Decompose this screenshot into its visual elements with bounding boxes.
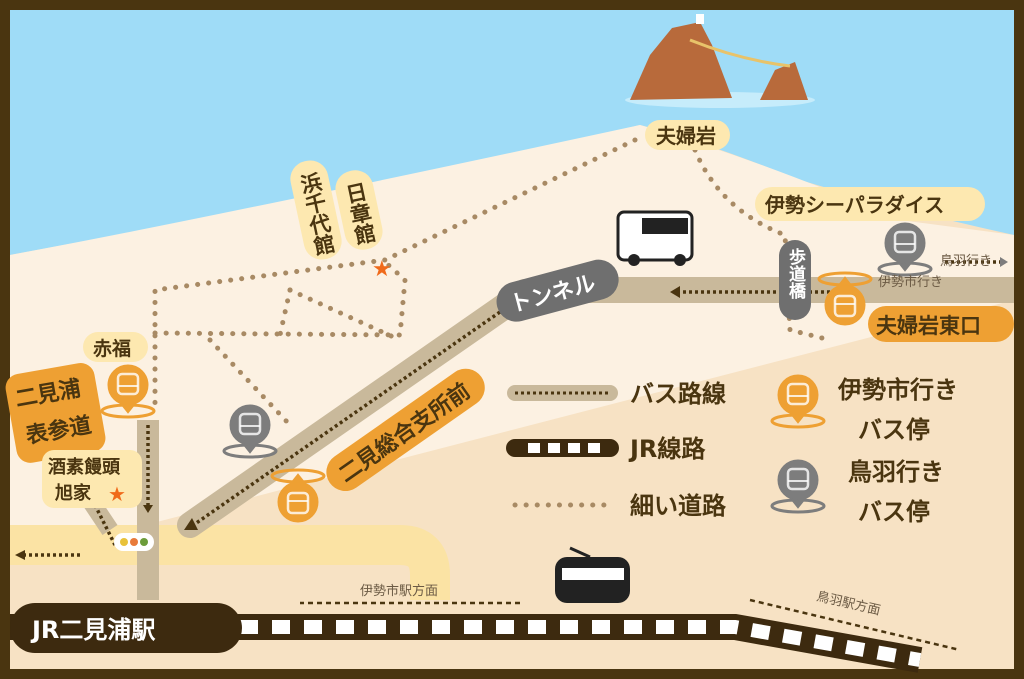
beach	[10, 125, 1014, 560]
legend: バス路線 JR線路 細い道路 伊勢市行き バス停 鳥羽行き バス停	[506, 376, 958, 526]
label-sea-paradise: 伊勢シーパラダイス	[764, 193, 944, 217]
jr-railway	[10, 614, 923, 673]
label-meoto-higashi: 夫婦岩東口	[876, 314, 981, 338]
bus-routes	[10, 257, 1014, 600]
meoto-iwa-rocks-icon	[625, 14, 815, 108]
legend-bus-route: バス路線	[630, 380, 726, 408]
legend-jr-line: JR線路	[628, 435, 706, 463]
direction-ise-bus: 伊勢市行き	[878, 274, 943, 290]
sea	[10, 10, 1014, 255]
label-meoto-iwa: 夫婦岩	[656, 124, 716, 148]
label-akafuku: 赤福	[93, 337, 131, 360]
legend-toba-stop-2: バス停	[858, 498, 930, 526]
legend-toba-stop-1: 鳥羽行き	[848, 458, 944, 486]
bus-icon	[616, 210, 694, 266]
train-icon	[555, 546, 630, 603]
star-icon: ★	[108, 482, 126, 506]
direction-ise-station: 伊勢市駅方面	[360, 583, 438, 599]
narrow-roads	[152, 137, 833, 428]
label-sakasu-manju-2: 旭家	[54, 482, 92, 504]
label-station: JR二見浦駅	[30, 616, 155, 644]
direction-arrows	[300, 598, 961, 652]
direction-toba-bus: 鳥羽行き	[940, 254, 992, 269]
traffic-light-icon	[114, 533, 154, 551]
legend-ise-stop-2: バス停	[858, 416, 930, 444]
star-icon: ★	[372, 257, 392, 282]
label-hodokyo: 歩道橋	[785, 247, 806, 300]
legend-ise-stop-1: 伊勢市行き	[837, 376, 958, 404]
label-sakasu-manju-1: 酒素饅頭	[48, 456, 121, 478]
legend-narrow-road: 細い道路	[630, 492, 727, 520]
